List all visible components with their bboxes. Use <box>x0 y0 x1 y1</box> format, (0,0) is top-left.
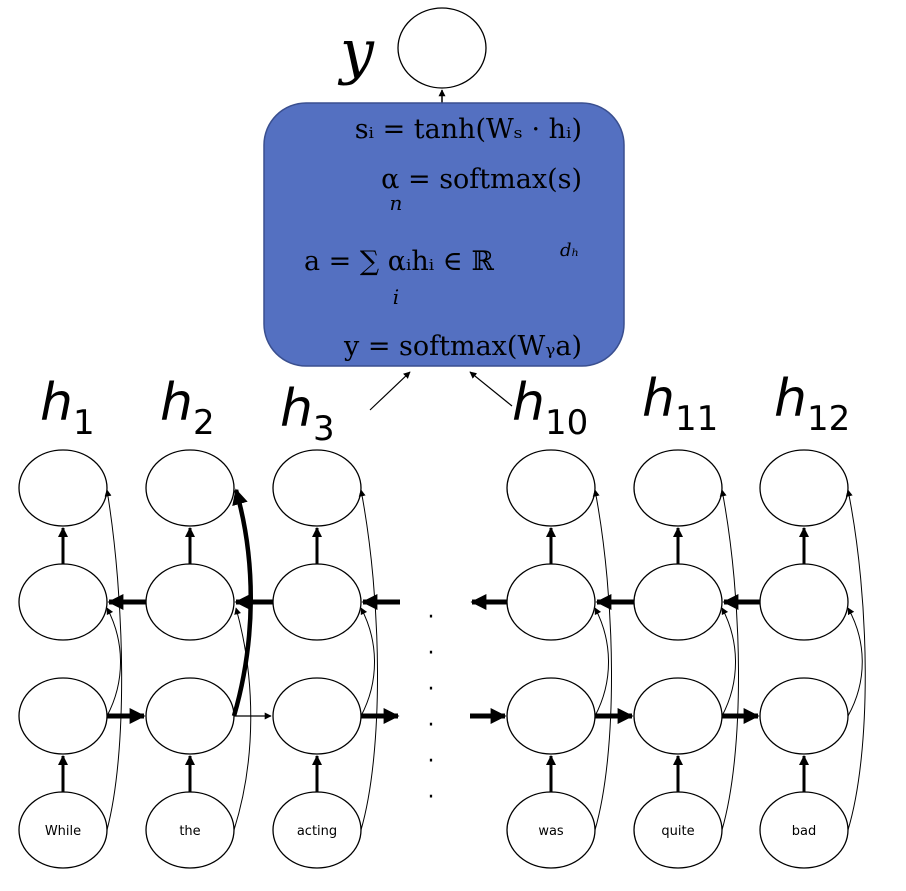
column-2: the <box>145 449 253 869</box>
word-label: While <box>45 824 81 839</box>
backward-node <box>272 563 362 641</box>
hidden-label-h2: h2 <box>160 373 215 443</box>
attention-box <box>263 102 625 367</box>
column-11: quite <box>633 449 739 869</box>
word-label: bad <box>792 824 816 839</box>
svg-text:·: · <box>428 713 435 738</box>
ellipsis: · · · · · · <box>428 605 435 810</box>
top-node <box>759 449 849 527</box>
word-label: quite <box>661 824 694 839</box>
svg-text:·: · <box>428 641 435 666</box>
hidden-label-h1: h1 <box>40 373 95 443</box>
svg-text:·: · <box>428 677 435 702</box>
column-1: While <box>18 449 123 869</box>
svg-text:h12: h12 <box>774 369 850 439</box>
svg-text:h10: h10 <box>512 373 588 443</box>
forward-node <box>145 677 235 755</box>
attention-eq-superscript: dₕ <box>560 240 579 261</box>
h3-to-attention-arrow <box>369 371 411 411</box>
h10-to-attention-arrow <box>469 371 513 407</box>
svg-text:h1: h1 <box>40 373 95 443</box>
attention-eq-alpha: α = softmax(s) <box>381 164 582 195</box>
attention-eq-sum-upper: n <box>390 191 403 215</box>
forward-node <box>506 677 596 755</box>
column-3: acting <box>272 449 378 869</box>
hidden-label-h10: h10 <box>512 373 588 443</box>
forward-node <box>18 677 108 755</box>
top-node <box>633 449 723 527</box>
svg-text:·: · <box>428 749 435 774</box>
backward-node <box>506 563 596 641</box>
forward-node <box>633 677 723 755</box>
backward-node <box>633 563 723 641</box>
top-node <box>145 449 235 527</box>
backward-node <box>145 563 235 641</box>
word-label: acting <box>297 824 337 839</box>
hidden-label-h12: h12 <box>774 369 850 439</box>
svg-text:h2: h2 <box>160 373 215 443</box>
svg-text:·: · <box>428 605 435 630</box>
top-node <box>18 449 108 527</box>
hidden-label-h3: h3 <box>280 379 335 449</box>
top-node <box>506 449 596 527</box>
backward-node <box>18 563 108 641</box>
column-10: was <box>506 449 612 869</box>
svg-text:h11: h11 <box>642 369 718 439</box>
svg-text:·: · <box>428 785 435 810</box>
column-12: bad <box>759 449 866 869</box>
hidden-label-h11: h11 <box>642 369 718 439</box>
attention-eq-context: a = ∑ αᵢhᵢ ∈ ℝ <box>304 246 494 277</box>
forward-node <box>759 677 849 755</box>
svg-text:h3: h3 <box>280 379 335 449</box>
word-label: the <box>179 824 200 839</box>
output-node <box>397 7 487 89</box>
top-node <box>272 449 362 527</box>
word-label: was <box>538 824 564 839</box>
attention-eq-score: sᵢ = tanh(Wₛ · hᵢ) <box>355 114 582 145</box>
attention-eq-sum-lower: i <box>393 285 399 309</box>
output-label: y <box>337 17 375 87</box>
forward-node <box>272 677 362 755</box>
attention-eq-output: y = softmax(Wᵧa) <box>343 331 582 362</box>
backward-node <box>759 563 849 641</box>
